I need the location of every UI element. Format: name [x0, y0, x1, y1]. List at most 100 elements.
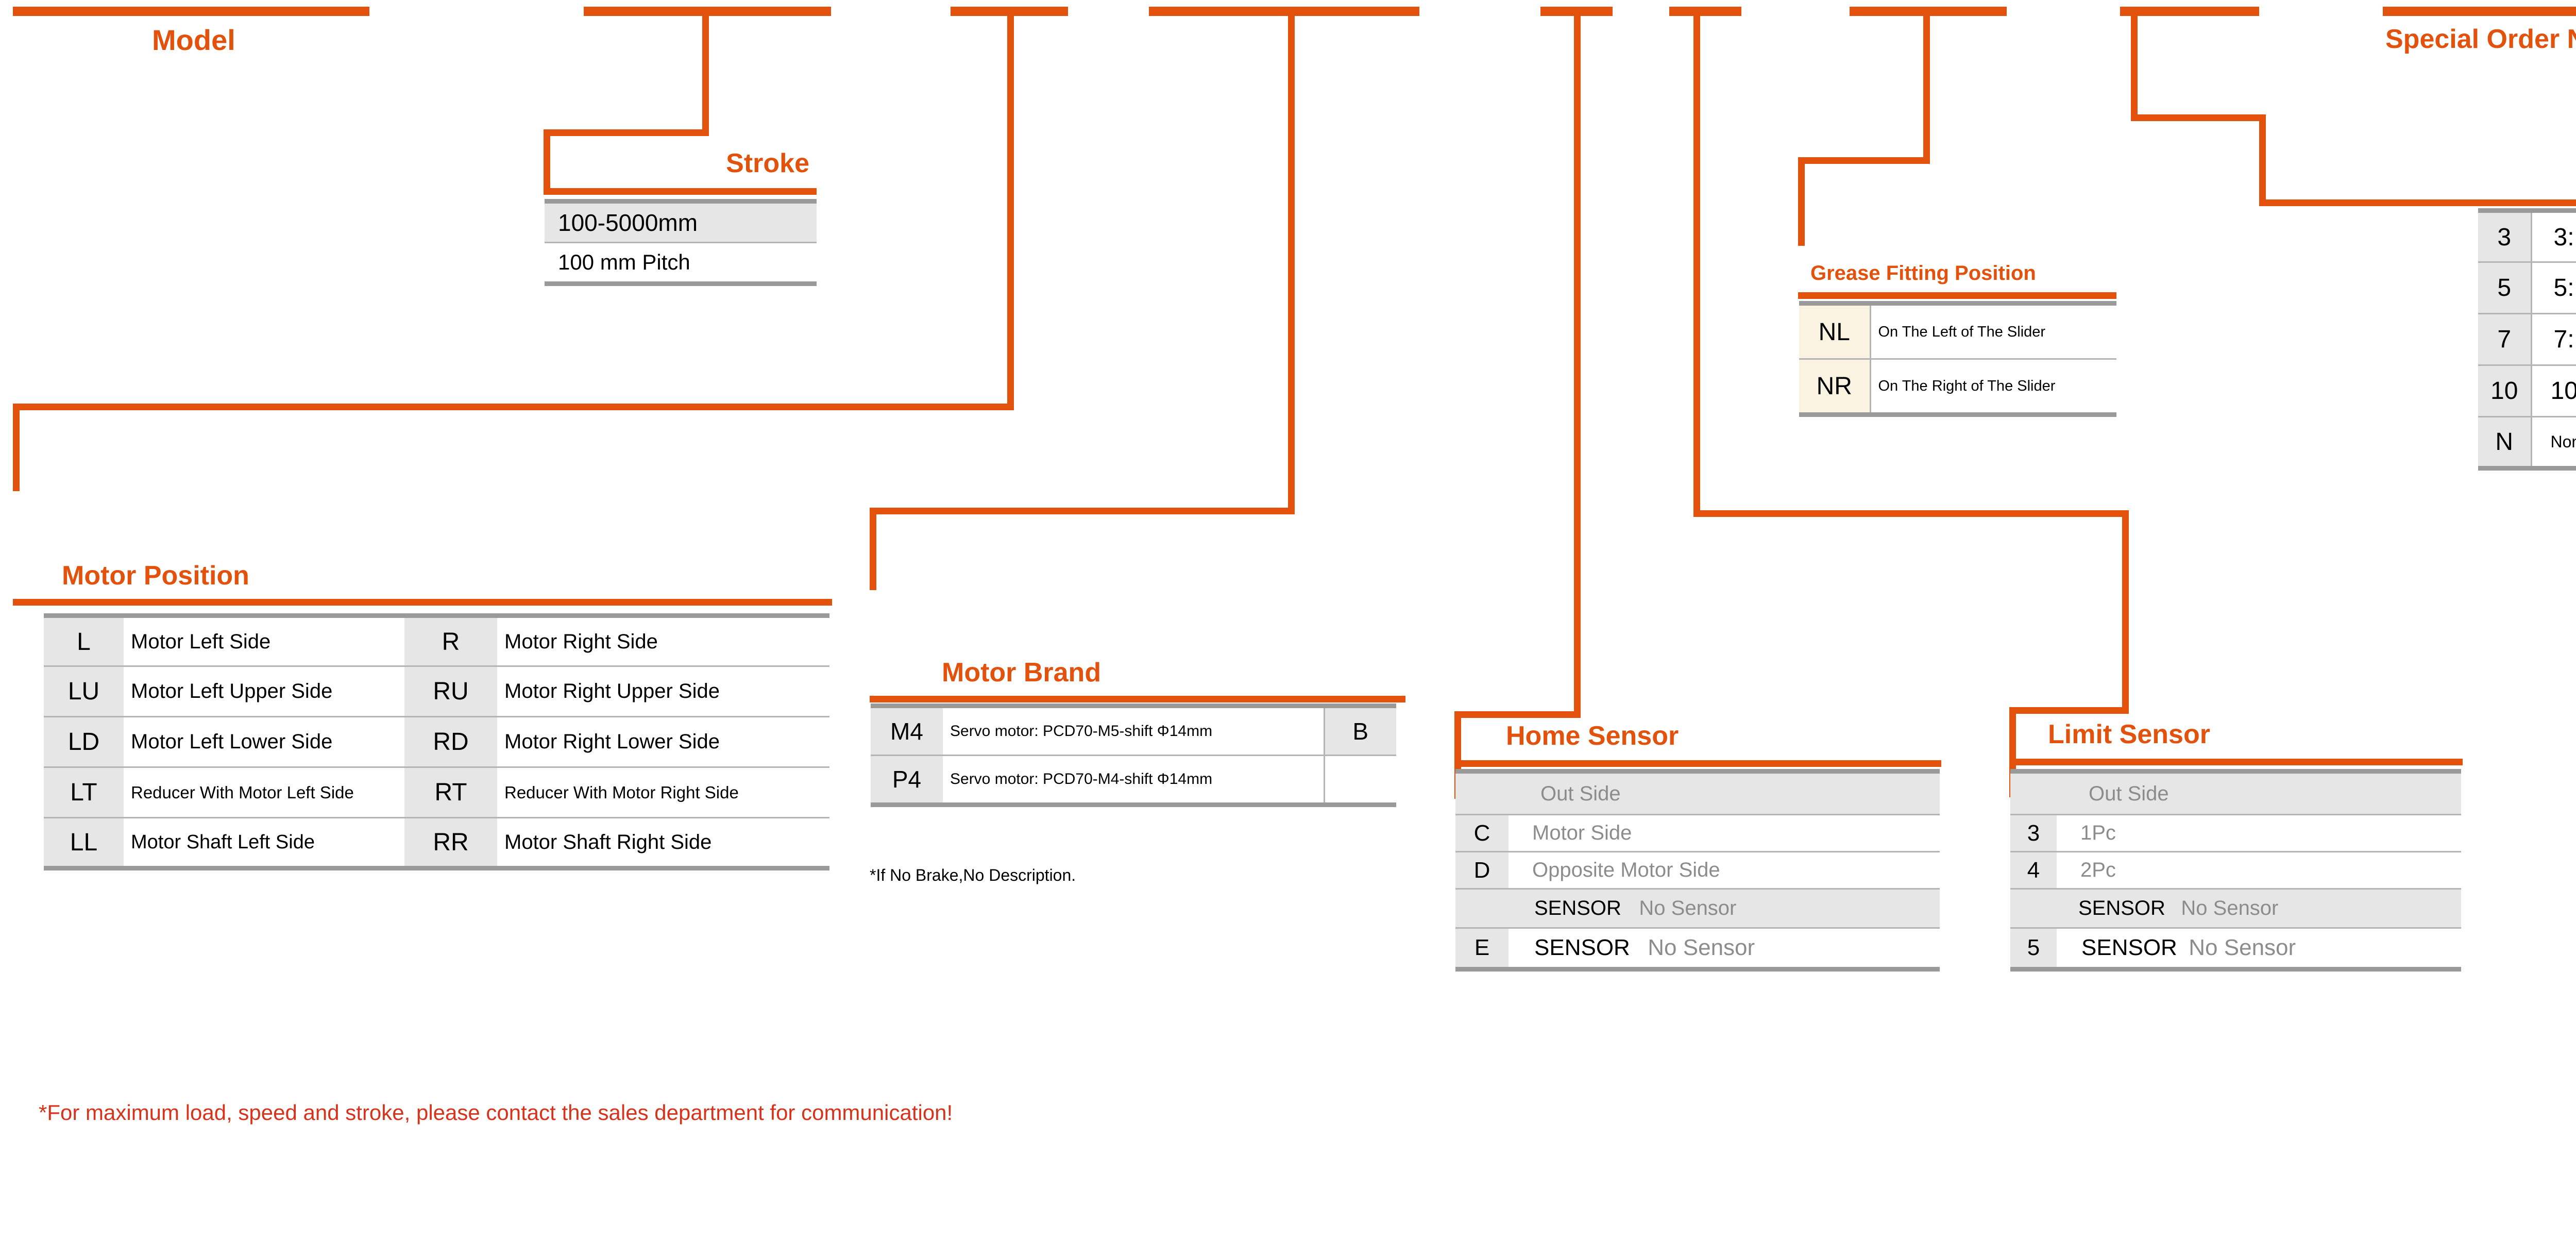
table-row: N None Gearbox Type [2478, 416, 2576, 468]
limit-sensor-head-rule [2009, 647, 2463, 765]
motor-brand-head-rule [870, 557, 1405, 702]
footnote: *For maximum load, speed and stroke, ple… [39, 1100, 953, 1125]
table-row: Out Side [2010, 771, 2461, 815]
connector-grease-down [1798, 157, 1805, 246]
mb-brake-empty [1324, 755, 1396, 805]
hs-code-d: D [1455, 851, 1509, 890]
connector-motor-brand-drop [1288, 13, 1295, 510]
hs-sensor-header-cell: SENSOR No Sensor [1509, 889, 1940, 929]
limit-sensor-body: Out Side 3 1Pc 4 2Pc SENSOR No Sensor 5 [2010, 771, 2461, 969]
mb-desc-p4: Servo motor: PCD70-M4-shift Φ14mm [943, 755, 1325, 805]
table-row: 7 7:1 [2478, 313, 2576, 366]
gb-code-n: N [2478, 416, 2532, 468]
mp-key-lu: LU [44, 666, 124, 717]
table-row: NR On The Right of The Slider [1799, 359, 2116, 415]
ls-label-outside: Out Side [2057, 771, 2461, 815]
grease-code-nl: NL [1799, 303, 1871, 360]
gb-code-7: 7 [2478, 313, 2532, 366]
table-row: SENSOR No Sensor [2010, 889, 2461, 929]
mp-key-rd: RD [404, 716, 497, 768]
section-grease-head: Grease Fitting Position [1798, 201, 2116, 299]
mp-val-ld: Motor Left Lower Side [124, 716, 404, 768]
table-row: L Motor Left Side R Motor Right Side [44, 615, 829, 667]
section-title-model: Model [152, 24, 235, 56]
gearbox-body: 3 3:1 5 5:1 7 7:1 10 10:1 N None Gearbox… [2478, 210, 2576, 468]
mp-val-r: Motor Right Side [497, 615, 829, 667]
tick-bar-home-sensor [1540, 7, 1613, 16]
stroke-range-row: 100-5000mm [545, 201, 817, 243]
motor-position-body: L Motor Left Side R Motor Right Side LU … [44, 615, 829, 868]
gb-code-10: 10 [2478, 365, 2532, 417]
grease-table: NL On The Left of The Slider NR On The R… [1799, 301, 2116, 417]
hs-no-sensor-word: No Sensor [1639, 897, 1737, 919]
ls-code-blank1 [2010, 771, 2057, 815]
table-row: Out Side [1455, 771, 1940, 815]
mp-val-lu: Motor Left Upper Side [124, 666, 404, 717]
connector-stroke-down [544, 129, 550, 194]
table-row: LD Motor Left Lower Side RD Motor Right … [44, 716, 829, 768]
connector-stroke-left [544, 129, 709, 136]
hs-code-blank1 [1455, 771, 1509, 815]
ls-label-1pc: 1Pc [2057, 814, 2461, 852]
ls-no-sensor-word-2: No Sensor [2189, 935, 2296, 960]
connector-motor-position-left [13, 404, 1014, 410]
table-row: P4 Servo motor: PCD70-M4-shift Φ14mm [871, 755, 1396, 805]
table-row: LU Motor Left Upper Side RU Motor Right … [44, 666, 829, 717]
mp-key-l: L [44, 615, 124, 667]
ls-sensor-cell: SENSOR No Sensor [2057, 928, 2461, 969]
hs-sensor-word-2: SENSOR [1534, 935, 1630, 960]
hs-code-blank2 [1455, 889, 1509, 929]
mp-key-ll: LL [44, 817, 124, 868]
stroke-table: 100-5000mm 100 mm Pitch [545, 199, 817, 286]
connector-grease-drop [1923, 13, 1930, 163]
section-title-home-sensor: Home Sensor [1506, 721, 1679, 751]
stroke-pitch-row: 100 mm Pitch [545, 242, 817, 284]
tick-bar-model [13, 7, 369, 16]
ls-sensor-header-cell: SENSOR No Sensor [2057, 889, 2461, 929]
table-row: 10 10:1 [2478, 365, 2576, 417]
section-motor-brand-head: Motor Brand [870, 557, 1405, 702]
tick-bar-gearbox [2120, 7, 2259, 16]
gearbox-head-rule [2259, 149, 2576, 206]
mp-key-r: R [404, 615, 497, 667]
mb-desc-m4: Servo motor: PCD70-M5-shift Φ14mm [943, 706, 1325, 756]
motor-position-table: L Motor Left Side R Motor Right Side LU … [44, 613, 829, 870]
section-title-stroke: Stroke [726, 148, 809, 178]
gb-ratio-3: 3:1 [2531, 210, 2576, 263]
grease-body: NL On The Left of The Slider NR On The R… [1799, 303, 2116, 415]
table-row: SENSOR No Sensor [1455, 889, 1940, 929]
mp-key-ru: RU [404, 666, 497, 717]
mp-val-ru: Motor Right Upper Side [497, 666, 829, 717]
motor-position-head-rule [13, 454, 832, 606]
ls-no-sensor-word: No Sensor [2181, 897, 2279, 919]
ls-label-2pc: 2Pc [2057, 851, 2461, 890]
section-title-motor-brand: Motor Brand [942, 658, 1101, 688]
home-sensor-head-rule [1454, 649, 1941, 767]
motor-brand-body: M4 Servo motor: PCD70-M5-shift Φ14mm B P… [871, 706, 1396, 805]
hs-sensor-word: SENSOR [1534, 897, 1621, 919]
table-row: LL Motor Shaft Left Side RR Motor Shaft … [44, 817, 829, 868]
ls-sensor-word-2: SENSOR [2081, 935, 2177, 960]
table-row: 4 2Pc [2010, 851, 2461, 890]
limit-sensor-table: Out Side 3 1Pc 4 2Pc SENSOR No Sensor 5 [2010, 769, 2461, 972]
mp-val-lt: Reducer With Motor Left Side [124, 767, 404, 818]
mp-val-rd: Motor Right Lower Side [497, 716, 829, 768]
grease-desc-nl: On The Left of The Slider [1870, 303, 2116, 360]
gb-ratio-7: 7:1 [2531, 313, 2576, 366]
grease-head-rule [1798, 201, 2116, 299]
table-row: C Motor Side [1455, 814, 1940, 852]
table-row: LT Reducer With Motor Left Side RT Reduc… [44, 767, 829, 818]
connector-motor-position-down [13, 404, 20, 491]
table-row: E SENSOR No Sensor [1455, 928, 1940, 969]
mp-val-rr: Motor Shaft Right Side [497, 817, 829, 868]
stroke-head-rule [544, 62, 817, 195]
connector-motor-brand-left [870, 508, 1295, 514]
mp-key-rt: RT [404, 767, 497, 818]
connector-limit-sensor-right [1693, 510, 2129, 517]
section-stroke-head: Stroke [544, 62, 817, 195]
tick-bar-motor-position [951, 7, 1068, 16]
mb-brake-b: B [1324, 706, 1396, 756]
mp-val-l: Motor Left Side [124, 615, 404, 667]
gb-ratio-n: None Gearbox Type [2531, 416, 2576, 468]
